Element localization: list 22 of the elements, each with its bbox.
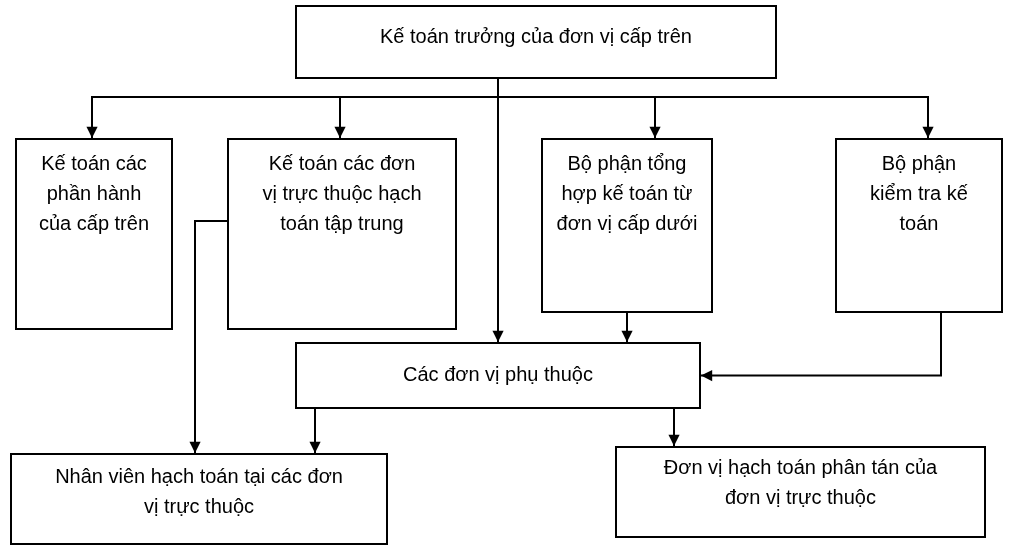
process-box [295, 5, 777, 79]
box-label: Kế toán các phần hành của cấp trên [38, 151, 150, 236]
arrow [668, 408, 680, 447]
arrow [700, 312, 942, 382]
box-label: Đơn vị hạch toán phân tán của đơn vị trực thuộc [662, 455, 939, 510]
process-box [615, 446, 986, 538]
arrow [492, 78, 504, 343]
arrow [189, 220, 228, 454]
box-label: Nhân viên hạch toán tại các đơn vị trực thuộc [54, 464, 344, 519]
process-box [835, 138, 1003, 313]
process-box [295, 342, 701, 409]
process-box [15, 138, 173, 330]
process-box [227, 138, 457, 330]
box-label: Kế toán các đơn vị trực thuộc hạch toán tập trung [261, 151, 423, 236]
process-box [541, 138, 713, 313]
box-label: Kế toán trưởng của đơn vị cấp trên [380, 24, 692, 49]
arrow [621, 312, 633, 343]
box-label: Các đơn vị phụ thuộc [403, 362, 593, 387]
process-box [10, 453, 388, 545]
box-label: Bộ phận tổng hợp kế toán từ đơn vị cấp dưới [555, 151, 699, 236]
box-label: Bộ phận kiểm tra kế toán [869, 151, 969, 236]
arrow [309, 408, 321, 454]
